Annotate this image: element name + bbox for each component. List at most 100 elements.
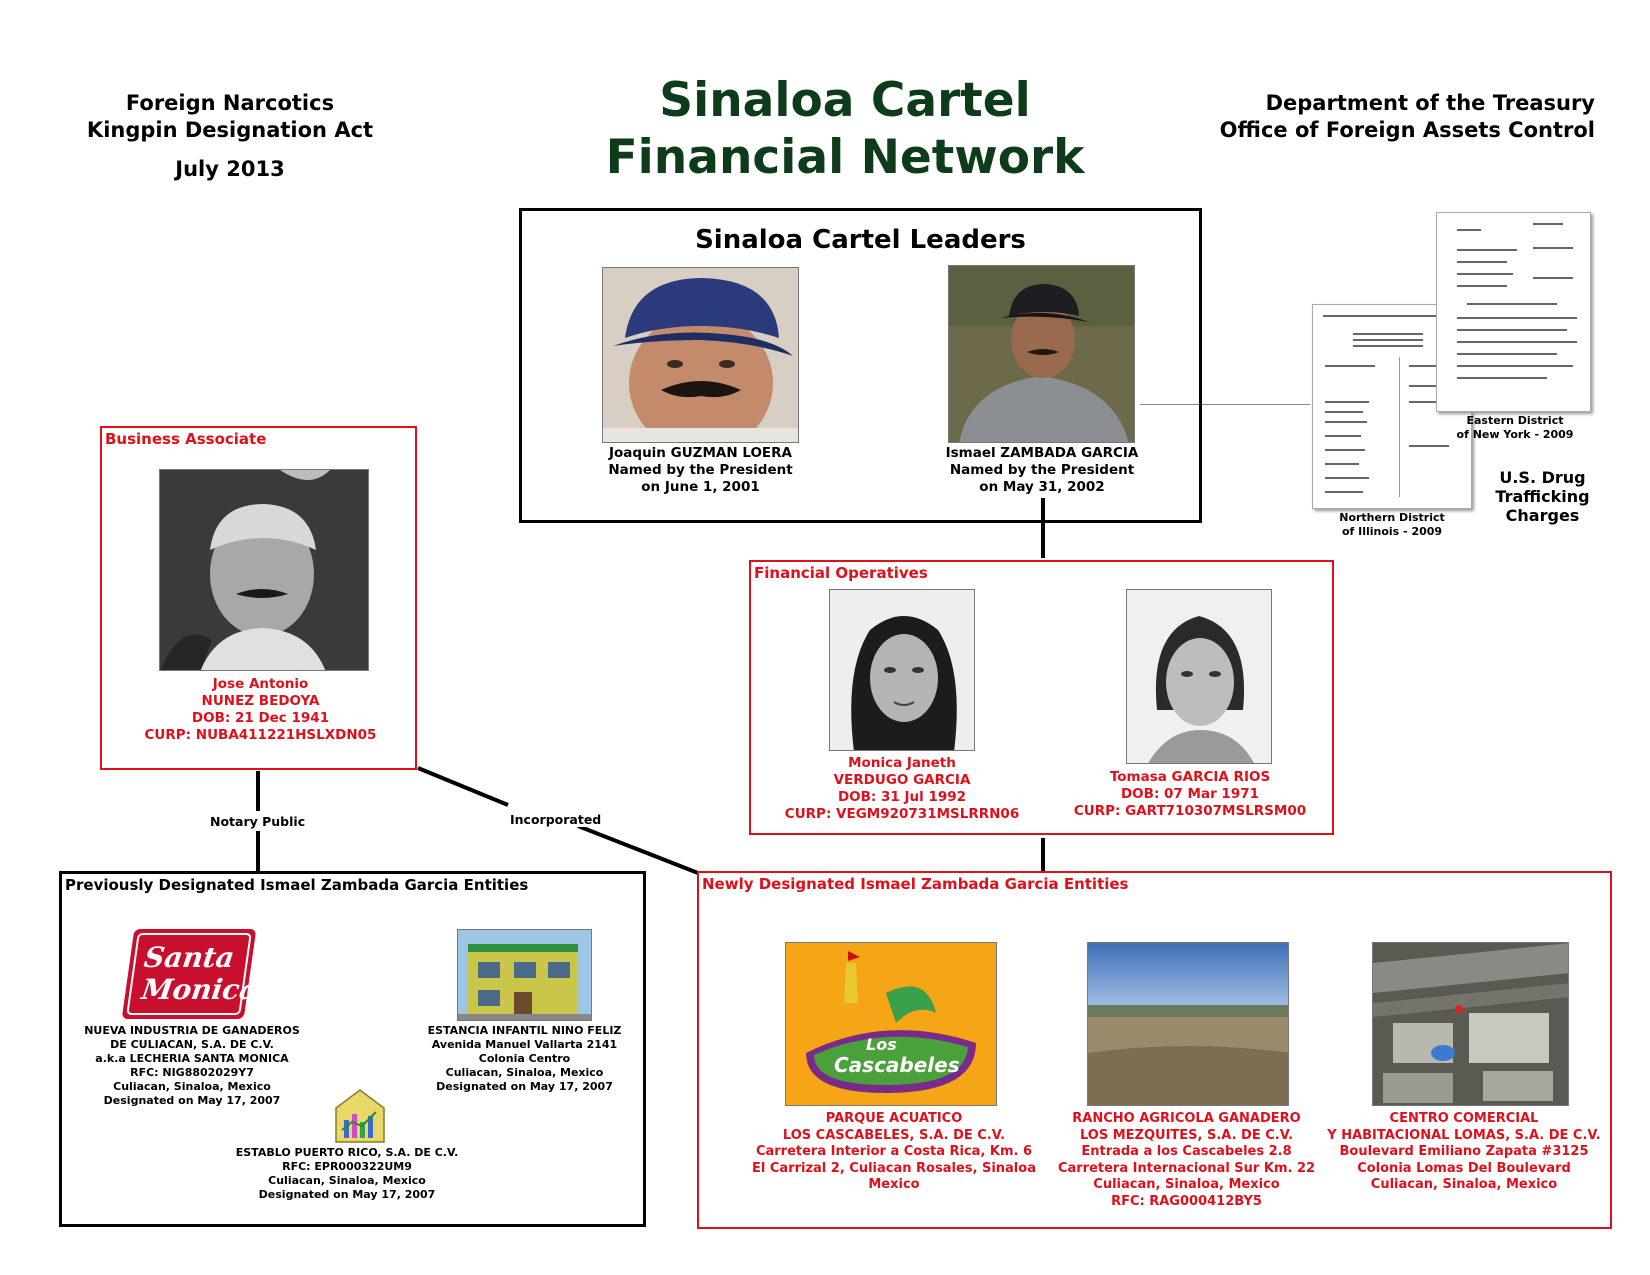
charges-line-1: U.S. Drug: [1499, 468, 1586, 487]
establo-puerto-rico-icon: [332, 1086, 388, 1144]
guzman-name: Joaquin GUZMAN LOERA: [609, 445, 792, 461]
associate-to-previous-line-top: [256, 771, 260, 811]
business-associate-heading: Business Associate: [105, 430, 267, 448]
nunez-photo: [159, 469, 369, 671]
financial-operatives-box: Financial Operatives Monica Janeth VERDU…: [749, 560, 1334, 835]
los-cascabeles-caption: PARQUE ACUATICO LOS CASCABELES, S.A. DE …: [739, 1111, 1049, 1194]
indictment-new-york-doc: [1436, 212, 1591, 412]
centro-comercial-line-4: Colonia Lomas Del Boulevard: [1357, 1160, 1571, 1176]
santa-monica-logo-text-2: Monica: [139, 973, 260, 1006]
guzman-named-by: Named by the President: [608, 462, 793, 478]
charges-line-3: Charges: [1505, 506, 1580, 525]
new-york-line-1: Eastern District: [1466, 414, 1564, 427]
cascabeles-line-3: Carretera Interior a Costa Rica, Km. 6: [755, 1144, 1033, 1159]
santa-monica-caption: NUEVA INDUSTRIA DE GANADEROS DE CULIACAN…: [67, 1024, 317, 1108]
los-cascabeles-logo-text-1: Los: [866, 1035, 897, 1054]
mezquites-line-6: RFC: RAG000412BY5: [1111, 1193, 1262, 1209]
establo-line-2: RFC: EPR000322UM9: [282, 1160, 412, 1173]
mezquites-line-2: LOS MEZQUITES, S.A. DE C.V.: [1079, 1127, 1294, 1143]
charges-line-2: Trafficking: [1495, 487, 1590, 506]
centro-comercial-line-5: Culiacan, Sinaloa, Mexico: [1370, 1177, 1558, 1192]
agency-name: Department of the Treasury Office of For…: [1150, 90, 1595, 144]
previous-entities-heading: Previously Designated Ismael Zambada Gar…: [65, 876, 529, 894]
los-mezquites-caption: RANCHO AGRICOLA GANADERO LOS MEZQUITES, …: [1029, 1111, 1344, 1210]
nino-feliz-line-4: Culiacan, Sinaloa, Mexico: [445, 1066, 604, 1079]
act-line-2: Kingpin Designation Act: [86, 118, 374, 142]
act-line-1: Foreign Narcotics: [125, 91, 335, 115]
nino-feliz-caption: ESTANCIA INFANTIL NINO FELIZ Avenida Man…: [417, 1024, 632, 1094]
mezquites-line-4: Carretera Internacional Sur Km. 22: [1057, 1160, 1316, 1176]
publication-date: July 2013: [175, 157, 285, 181]
previous-entities-box: Previously Designated Ismael Zambada Gar…: [59, 871, 646, 1227]
zambada-date: on May 31, 2002: [979, 479, 1105, 495]
associate-to-previous-line-bottom: [256, 831, 260, 871]
establo-line-1: ESTABLO PUERTO RICO, S.A. DE C.V.: [235, 1146, 459, 1159]
verdugo-dob: DOB: 31 Jul 1992: [837, 789, 967, 805]
los-cascabeles-logo-text-2: Cascabeles: [834, 1053, 960, 1077]
cascabeles-line-5: Mexico: [868, 1177, 920, 1192]
santa-monica-logo-text-1: Santa: [142, 941, 237, 974]
indictment-illinois-caption: Northern District of Illinois - 2009: [1312, 511, 1472, 539]
incorporated-label: Incorporated: [510, 812, 602, 827]
mezquites-line-1: RANCHO AGRICOLA GANADERO: [1072, 1111, 1301, 1126]
cascabeles-line-2: LOS CASCABELES, S.A. DE C.V.: [782, 1127, 1006, 1143]
garcia-rios-name: Tomasa GARCIA RIOS: [1109, 769, 1271, 785]
santa-monica-line-3: a.k.a LECHERIA SANTA MONICA: [95, 1052, 289, 1065]
garcia-rios-caption: Tomasa GARCIA RIOS DOB: 07 Mar 1971 CURP…: [1049, 769, 1331, 820]
illinois-line-2: of Illinois - 2009: [1341, 525, 1443, 538]
nunez-caption: Jose Antonio NUNEZ BEDOYA DOB: 21 Dec 19…: [112, 676, 409, 744]
operatives-to-new-entities-line: [1041, 838, 1045, 871]
nunez-first-name: Jose Antonio: [212, 676, 309, 692]
centro-comercial-line-2: Y HABITACIONAL LOMAS, S.A. DE C.V.: [1327, 1127, 1601, 1143]
santa-monica-line-2: DE CULIACAN, S.A. DE C.V.: [110, 1038, 274, 1051]
nino-feliz-line-5: Designated on May 17, 2007: [436, 1080, 613, 1093]
santa-monica-line-5: Culiacan, Sinaloa, Mexico: [113, 1080, 271, 1093]
santa-monica-line-1: NUEVA INDUSTRIA DE GANADEROS: [84, 1024, 300, 1037]
zambada-named-by: Named by the President: [949, 462, 1135, 478]
cascabeles-line-1: PARQUE ACUATICO: [825, 1111, 963, 1126]
guzman-date: on June 1, 2001: [641, 479, 760, 495]
leaders-to-charges-line: [1140, 404, 1310, 405]
zambada-name: Ismael ZAMBADA GARCIA: [945, 445, 1139, 461]
establo-line-4: Designated on May 17, 2007: [258, 1188, 436, 1201]
los-mezquites-photo: [1087, 942, 1289, 1106]
illinois-line-1: Northern District: [1339, 511, 1445, 524]
santa-monica-logo: Santa Monica: [121, 929, 260, 1019]
centro-comercial-line-3: Boulevard Emiliano Zapata #3125: [1339, 1144, 1589, 1159]
new-entities-heading: Newly Designated Ismael Zambada Garcia E…: [702, 875, 1129, 893]
act-name: Foreign Narcotics Kingpin Designation Ac…: [85, 90, 375, 183]
guzman-caption: Joaquin GUZMAN LOERA Named by the Presid…: [562, 445, 839, 496]
verdugo-curp: CURP: VEGM920731MSLRRN06: [784, 806, 1020, 822]
verdugo-last-name: VERDUGO GARCIA: [833, 772, 971, 788]
financial-operatives-heading: Financial Operatives: [754, 564, 928, 582]
nunez-last-name: NUNEZ BEDOYA: [201, 693, 320, 709]
santa-monica-line-4: RFC: NIG8802029Y7: [130, 1066, 254, 1079]
centro-comercial-caption: CENTRO COMERCIAL Y HABITACIONAL LOMAS, S…: [1314, 1111, 1614, 1194]
garcia-rios-dob: DOB: 07 Mar 1971: [1120, 786, 1260, 802]
title-line-1: Sinaloa Cartel: [659, 73, 1031, 128]
drug-charges-label: U.S. Drug Trafficking Charges: [1480, 468, 1605, 525]
new-york-line-2: of New York - 2009: [1456, 428, 1574, 441]
garcia-rios-photo: [1126, 589, 1272, 764]
business-associate-box: Business Associate Jose Antonio NUNEZ BE…: [100, 426, 417, 770]
agency-line-1: Department of the Treasury: [1265, 91, 1595, 115]
garcia-rios-curp: CURP: GART710307MSLRSM00: [1073, 803, 1307, 819]
verdugo-caption: Monica Janeth VERDUGO GARCIA DOB: 31 Jul…: [761, 755, 1043, 823]
los-cascabeles-logo: Los Cascabeles: [785, 942, 997, 1106]
nunez-dob: DOB: 21 Dec 1941: [191, 710, 330, 726]
cascabeles-line-4: El Carrizal 2, Culiacan Rosales, Sinaloa: [752, 1160, 1036, 1176]
nino-feliz-line-3: Colonia Centro: [478, 1052, 571, 1065]
verdugo-photo: [829, 589, 975, 751]
page-title: Sinaloa Cartel Financial Network: [560, 72, 1130, 186]
notary-public-label: Notary Public: [210, 814, 306, 829]
agency-line-2: Office of Foreign Assets Control: [1219, 118, 1595, 142]
zambada-photo: [948, 265, 1135, 443]
nino-feliz-photo: [457, 929, 592, 1021]
title-line-2: Financial Network: [605, 130, 1085, 185]
centro-comercial-aerial-photo: [1372, 942, 1569, 1106]
nunez-curp: CURP: NUBA411221HSLXDN05: [144, 727, 377, 743]
cartel-leaders-box: Sinaloa Cartel Leaders Joaquin GUZMAN LO…: [519, 208, 1202, 523]
leaders-to-operatives-line: [1041, 498, 1045, 558]
leaders-heading: Sinaloa Cartel Leaders: [695, 225, 1026, 255]
mezquites-line-3: Entrada a los Cascabeles 2.8: [1081, 1144, 1292, 1159]
